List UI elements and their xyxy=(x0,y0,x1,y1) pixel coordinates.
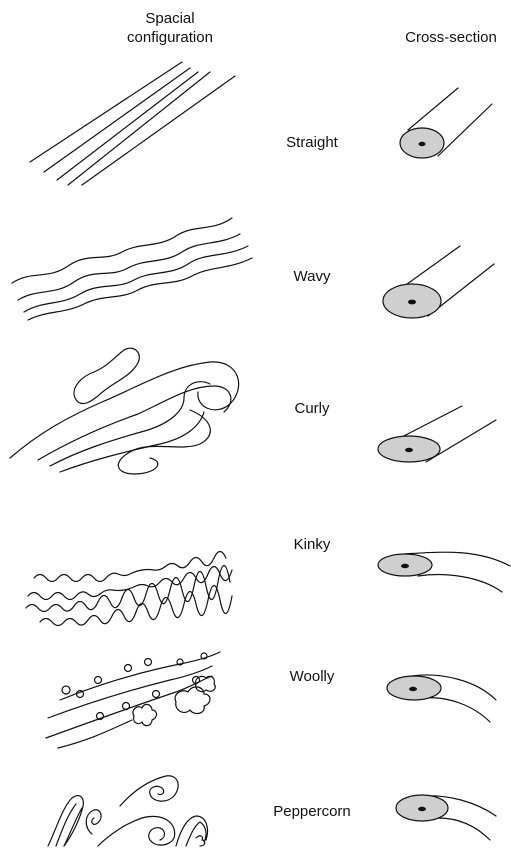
woolly-hair-strands xyxy=(46,652,220,748)
wavy-hair-strands xyxy=(12,218,252,320)
straight-hair-strands xyxy=(30,62,235,185)
wavy-cross-section xyxy=(383,246,494,318)
woolly-cross-section xyxy=(387,675,496,722)
peppercorn-cross-section xyxy=(396,795,496,840)
kinky-cross-section xyxy=(378,552,510,592)
curly-cross-section xyxy=(378,406,496,462)
curly-hair-strands xyxy=(10,348,239,474)
peppercorn-hair-strands xyxy=(48,776,208,846)
kinky-hair-strands xyxy=(26,552,232,626)
straight-cross-section xyxy=(400,88,492,158)
